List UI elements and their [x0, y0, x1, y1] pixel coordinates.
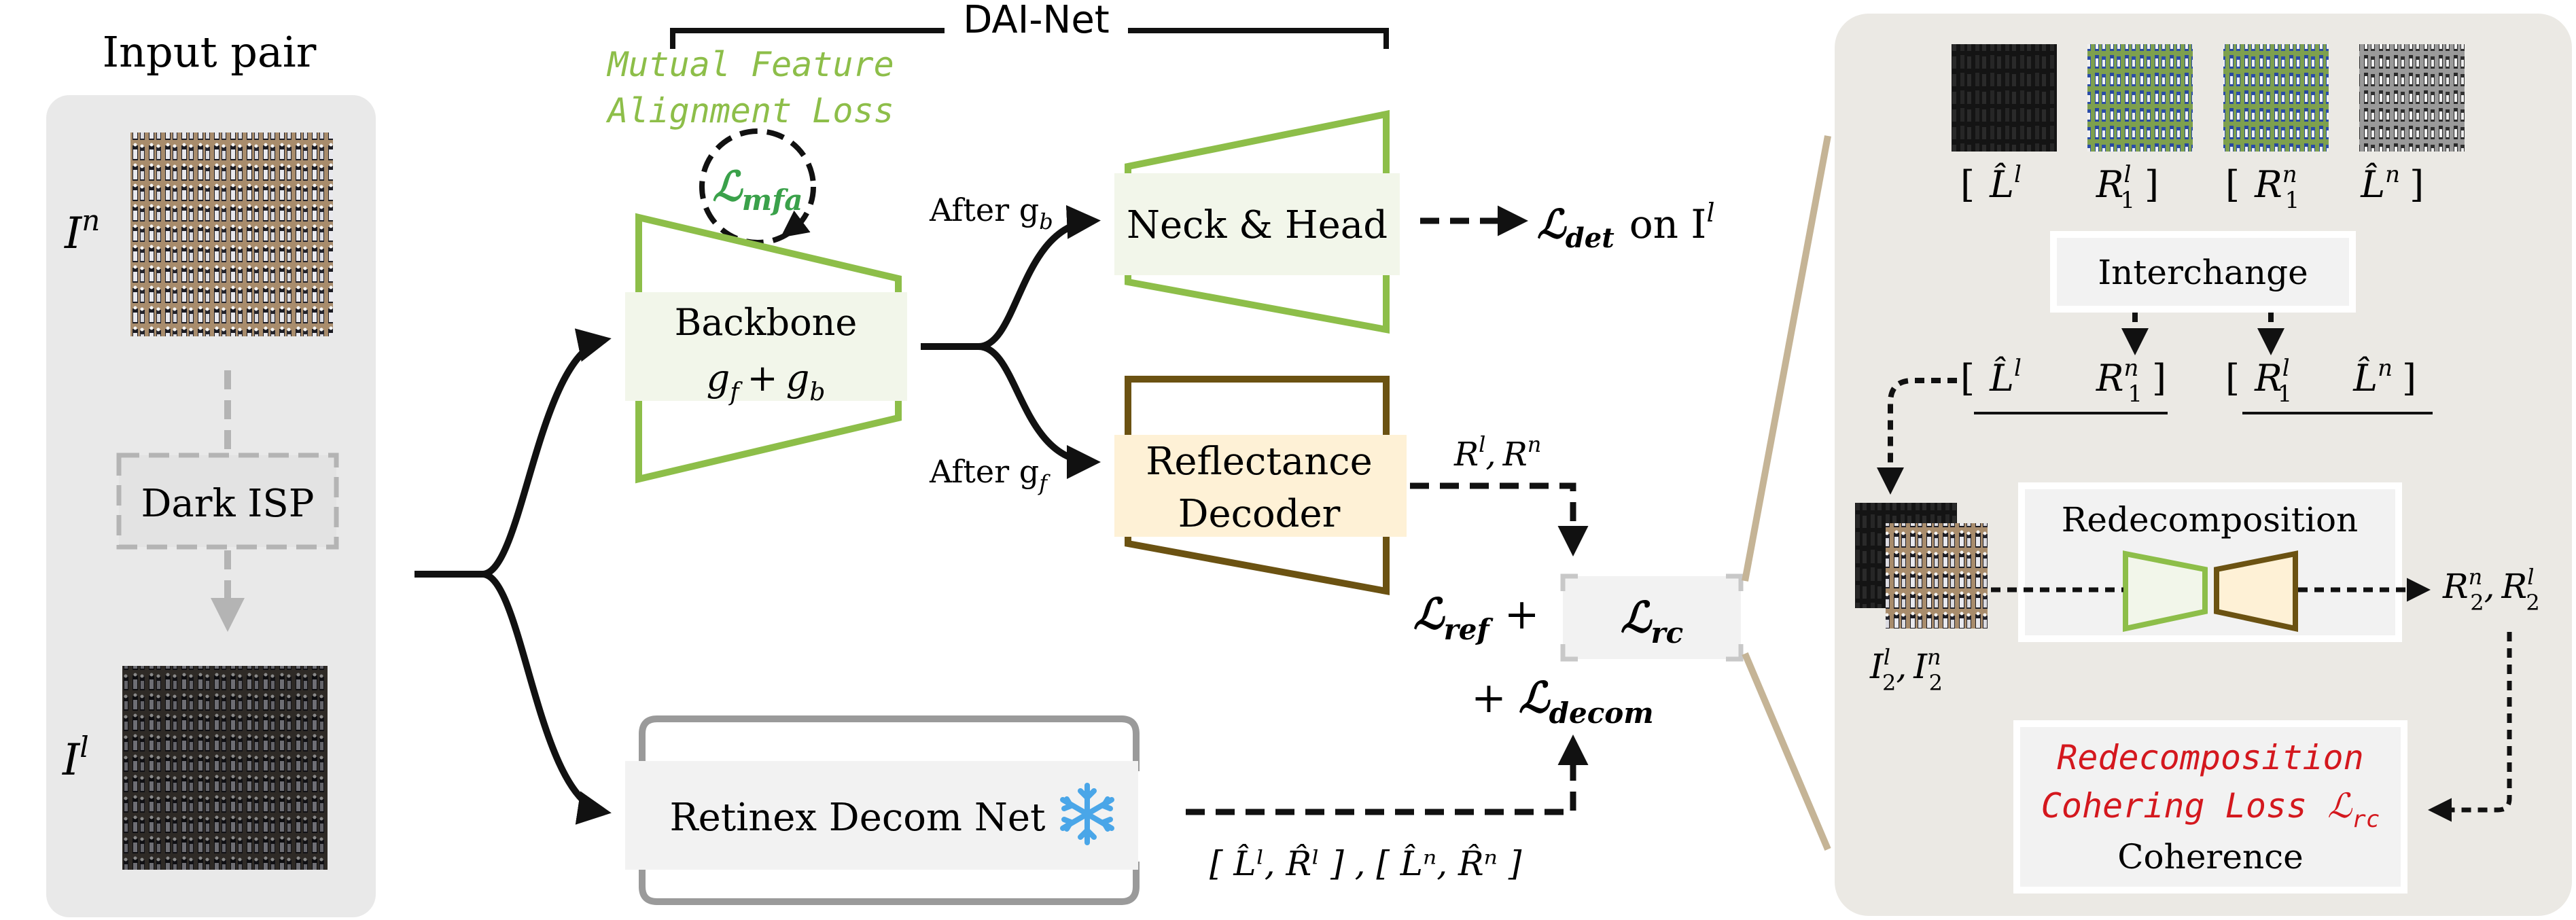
interchange-label: Interchange: [2098, 253, 2308, 292]
redecomposition-box: [2018, 482, 2402, 642]
dark-isp-box: [116, 453, 339, 550]
mfa-caption-line1: Mutual Feature: [606, 45, 894, 84]
neck-head-label: Neck & Head: [1127, 203, 1388, 247]
mfa-group: Mutual Feature Alignment Loss ℒmfa: [605, 45, 894, 245]
mfa-caption-line2: Alignment Loss: [605, 91, 894, 130]
coherence-caption: Coherence: [2117, 837, 2303, 877]
thumb-illumination-low: [1952, 44, 2057, 152]
redecomposition-label: Redecomposition: [2062, 500, 2359, 539]
backbone-label: Backbone: [675, 301, 858, 344]
coherence-line1: Redecomposition: [2057, 738, 2364, 777]
redecomp-encoder-shape: [2123, 550, 2208, 632]
retinex-label: Retinex Decom Net: [670, 796, 1046, 840]
bracket-left: [670, 28, 945, 49]
redecomp-decoder-shape: [2214, 550, 2298, 632]
mfa-loss: ℒmfa: [713, 163, 803, 217]
reflectance-group: Reflectance Decoder: [1114, 376, 1407, 596]
low-light-image: [122, 666, 328, 870]
loss-decom: +ℒdecom: [1471, 673, 1654, 730]
coherence-line2: Cohering Loss ℒrc: [2041, 786, 2380, 833]
zoom-connector: [1742, 135, 1831, 851]
loss-rc: ℒrc: [1621, 592, 1683, 650]
dai-net-title: DAI-Net: [963, 0, 1109, 42]
thumb-reflectance-low: [2087, 44, 2193, 152]
arrow-reflectance-to-lrc: [1410, 482, 1589, 556]
low-image-label: Il: [62, 730, 89, 785]
normal-image-label: In: [64, 204, 100, 259]
mfa-loop-arrow: [780, 210, 811, 238]
neck-head-group: Neck & Head: [1114, 109, 1400, 334]
reflectance-line2: Decoder: [1178, 492, 1341, 536]
input-branch-arrows: [414, 328, 612, 825]
arrow-to-neck-head: [978, 205, 1101, 350]
retinex-outputs-label: [ L̂ˡ, R̂ˡ ] , [ L̂ⁿ, R̂ⁿ ]: [1210, 843, 1522, 883]
dark-isp-label: Dark ISP: [141, 482, 315, 526]
reflectance-line1: Reflectance: [1146, 440, 1373, 484]
loss-combination: ℒref+ ℒrc +ℒdecom: [1413, 573, 1744, 730]
coherence-box: [2013, 720, 2407, 894]
arrow-to-reflectance: [978, 343, 1101, 479]
dai-net-bracket: DAI-Net: [670, 0, 1389, 49]
loss-rc-corners: [1560, 573, 1744, 662]
right-panel-background: [1835, 14, 2572, 916]
backbone-split-arrows: [921, 205, 1101, 479]
retinex-box: [625, 761, 1138, 870]
neck-head-box: [1114, 173, 1400, 275]
connector-lower: [1742, 652, 1831, 851]
interchange-box: [2050, 231, 2356, 313]
input-pair-title: Input pair: [103, 27, 317, 77]
thumb-reflectance-normal: [2223, 44, 2329, 152]
connector-upper: [1742, 135, 1831, 582]
after-gf-label: After gf: [929, 453, 1051, 496]
backbone-formula: gf+gb: [707, 357, 826, 406]
normal-light-image: [130, 132, 333, 336]
recomposed-image-front: [1886, 523, 1988, 629]
arrow-to-retinex: [481, 571, 612, 825]
thumb-illumination-normal: [2359, 44, 2465, 152]
reflectance-box: [1114, 435, 1407, 537]
bracket-right: [1128, 28, 1389, 49]
loss-ref: ℒref+: [1413, 589, 1540, 646]
input-pair-panel: Input pair In Dark ISP Il: [46, 27, 376, 917]
arrow-to-backbone: [482, 328, 612, 578]
retinex-bottom-bracket: [639, 862, 1140, 905]
snowflake-icon: [1060, 783, 1114, 845]
reflectance-outputs-label: Rl,Rn: [1453, 431, 1541, 474]
arrow-to-coherence: [2428, 632, 2512, 822]
backbone-box: [625, 292, 907, 401]
loss-rc-box: [1563, 576, 1741, 659]
after-gb-label: After gb: [929, 192, 1053, 234]
backbone-group: Backbone gf+gb: [625, 213, 907, 484]
retinex-group: Retinex Decom Net: [625, 715, 1140, 905]
arrow-retinex-to-loss: [1186, 735, 1589, 815]
retinex-top-bracket: [639, 715, 1140, 771]
